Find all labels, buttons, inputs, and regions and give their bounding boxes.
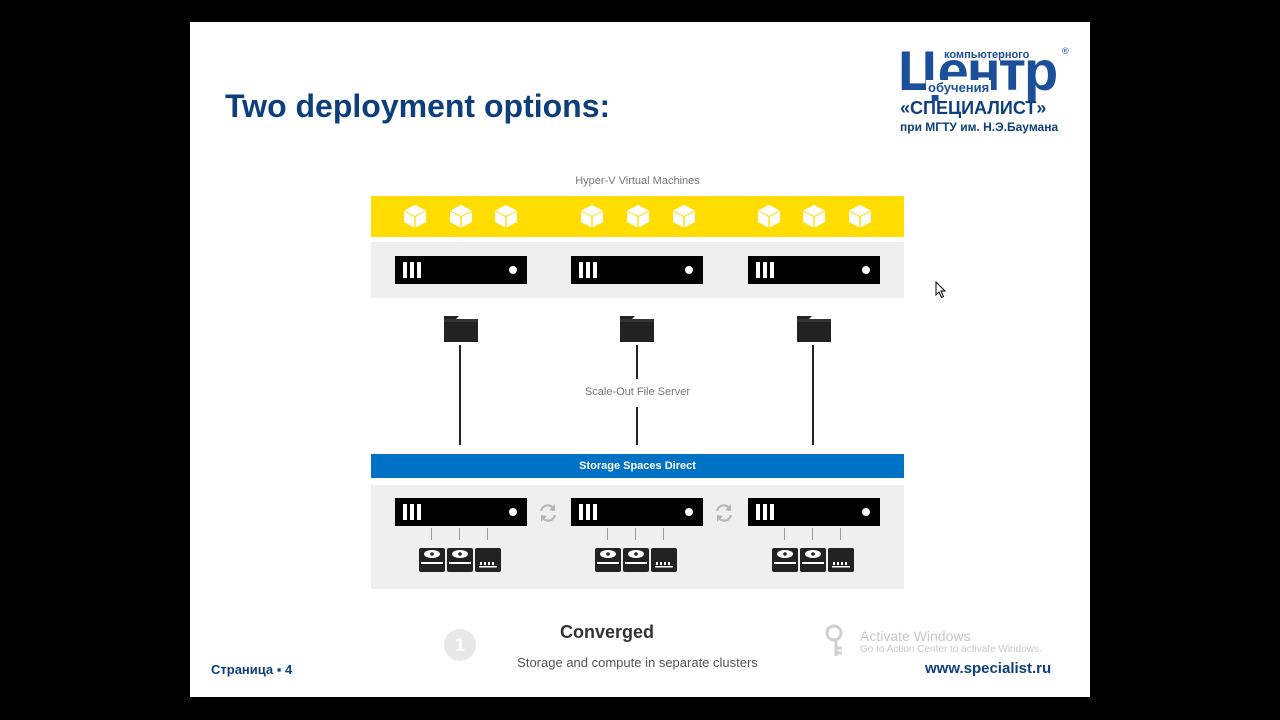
compute-server-icon [571,256,703,284]
connection-line [812,345,814,445]
vm-cube-icon [848,204,872,228]
vm-cube-icon [802,204,826,228]
hdd-drive-icon [800,542,826,572]
vm-cube-icon [580,204,604,228]
storage-server-icon [395,498,527,526]
vm-cube-icon [626,204,650,228]
vm-cube-icon [494,204,518,228]
activate-windows-watermark: Activate Windows Go to Action Center to … [860,628,1042,655]
sync-icon [537,502,559,524]
ssd-drive-icon [828,542,854,572]
option-description: Storage and compute in separate clusters [517,655,758,670]
drive-connector-line [459,528,460,540]
storage-server-icon [571,498,703,526]
file-share-folder-icon [797,316,831,342]
hdd-drive-icon [623,542,649,572]
mouse-cursor-icon [935,281,947,299]
hdd-drive-icon [595,542,621,572]
storage-server-icon [748,498,880,526]
watermark-line2: Go to Action Center to activate Windows. [860,644,1042,655]
slide-title: Two deployment options: [225,88,611,124]
hdd-drive-icon [447,542,473,572]
sofs-label: Scale-Out File Server [584,386,691,398]
watermark-line1: Activate Windows [860,628,971,644]
drive-connector-line [607,528,608,540]
logo-affiliation: при МГТУ им. Н.Э.Баумана [900,120,1059,134]
page-number: Страница ▪ 4 [211,662,293,677]
website-link[interactable]: www.specialist.ru [925,660,1052,677]
sync-icon [713,502,735,524]
registered-mark: ® [1062,46,1069,56]
compute-server-icon [748,256,880,284]
file-share-folder-icon [444,316,478,342]
vm-cube-icon [672,204,696,228]
key-icon [825,624,843,656]
ssd-drive-icon [651,542,677,572]
vm-label: Hyper-V Virtual Machines [575,175,700,187]
drive-connector-line [431,528,432,540]
logo-mid-text: обучения [926,80,992,95]
drive-connector-line [635,528,636,540]
vm-cube-icon [403,204,427,228]
connection-line [636,345,638,379]
presentation-slide: Two deployment options: Центр компьютерн… [190,22,1090,697]
connection-line [459,345,461,445]
option-title: Converged [560,622,655,642]
drive-connector-line [487,528,488,540]
s2d-band: Storage Spaces Direct [371,454,904,478]
hdd-drive-icon [772,542,798,572]
logo-brand: «СПЕЦИАЛИСТ» [900,98,1047,118]
logo-top-text: компьютерного [944,49,1030,61]
option-number-badge: 1 [444,629,476,661]
connection-line [636,407,638,445]
drive-connector-line [840,528,841,540]
vm-cube-icon [449,204,473,228]
hdd-drive-icon [419,542,445,572]
drive-connector-line [784,528,785,540]
drive-connector-line [812,528,813,540]
drive-connector-line [663,528,664,540]
ssd-drive-icon [475,542,501,572]
file-share-folder-icon [620,316,654,342]
compute-server-icon [395,256,527,284]
vm-cube-icon [757,204,781,228]
specialist-logo: Центр компьютерного обучения ® «СПЕЦИАЛИ… [896,39,1074,136]
